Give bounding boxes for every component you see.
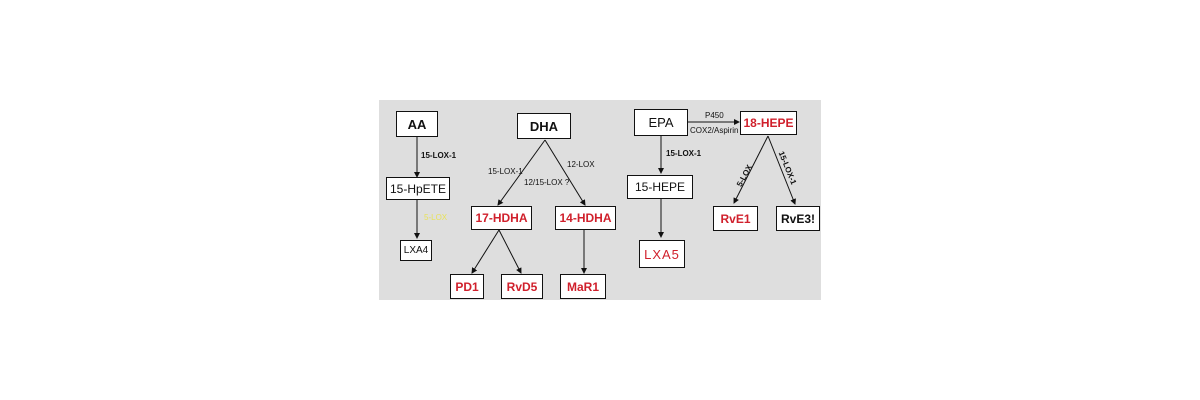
arrow-dha-17hdha (497, 139, 546, 206)
node-aa: AA (396, 111, 438, 137)
label-aa-15lox1: 15-LOX-1 (421, 151, 457, 160)
node-dha: DHA (517, 113, 571, 139)
node-14-hdha: 14-HDHA (555, 206, 616, 230)
node-epa: EPA (634, 109, 688, 136)
arrow-18hepe-rve1 (733, 135, 769, 204)
label-dha-15lox1: 15-LOX-1 (488, 167, 523, 176)
pathway-panel: AA 15-LOX-1 15-HpETE 5-LOX LXA4 DHA 15-L… (379, 100, 821, 300)
node-rve1: RvE1 (713, 206, 758, 231)
arrow-dha-14hdha (544, 139, 586, 206)
label-p450: P450 (705, 111, 724, 120)
node-pd1: PD1 (450, 274, 484, 299)
arrow-18hepe-rve3 (767, 135, 796, 205)
label-hpete-5lox: 5-LOX (424, 213, 448, 222)
label-dha-12lox: 12-LOX (567, 160, 595, 169)
node-mar1: MaR1 (560, 274, 606, 299)
pathway-connectors (414, 119, 796, 274)
label-cox2-aspirin: COX2/Aspirin (690, 126, 739, 135)
node-lxa5: LXA5 (639, 240, 685, 268)
node-rvd5: RvD5 (501, 274, 543, 299)
node-rve3: RvE3! (776, 206, 820, 231)
node-15-hpete: 15-HpETE (386, 177, 450, 200)
label-dha-12-15lox: 12/15-LOX ? (524, 178, 570, 187)
arrow-17hdha-rvd5 (498, 229, 522, 274)
node-15-hepe: 15-HEPE (627, 175, 693, 199)
node-17-hdha: 17-HDHA (471, 206, 532, 230)
label-epa-15lox1: 15-LOX-1 (666, 149, 702, 158)
node-lxa4: LXA4 (400, 240, 432, 261)
arrow-17hdha-pd1 (471, 229, 500, 274)
node-18-hepe: 18-HEPE (740, 111, 797, 135)
